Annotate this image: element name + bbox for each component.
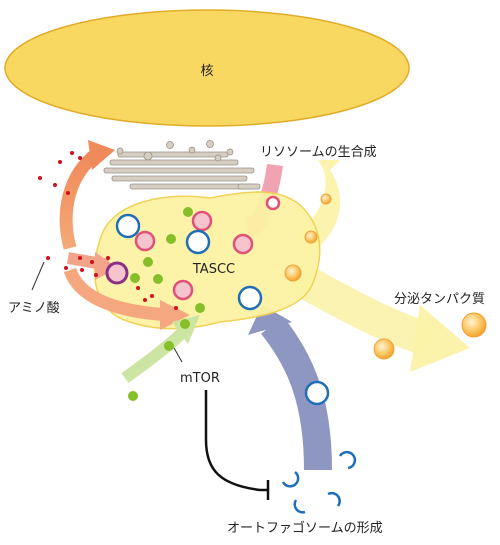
amino-acid-leader-line [31, 261, 45, 291]
secreted-protein-label: 分泌タンパク質 [394, 292, 485, 307]
nucleus-label: 核 [200, 64, 213, 79]
mtor-label: mTOR [180, 371, 220, 386]
mtor-arrow [121, 315, 200, 383]
forming-autophagosomes [281, 450, 357, 514]
tascc-label: TASCC [192, 262, 235, 277]
mtor-dots [128, 207, 205, 401]
lysosome-biogenesis-label: リソソームの生合成 [260, 145, 377, 160]
amino-acid-arrows [59, 140, 190, 330]
mtor-inhibition [204, 390, 270, 500]
nucleus [4, 9, 410, 127]
autophagosome-formation-label: オートファゴソームの形成 [227, 520, 383, 536]
purple-lysosome [105, 261, 129, 285]
er-golgi-stacks [103, 140, 261, 190]
amino-acid-label: アミノ酸 [8, 301, 60, 316]
lysosomes [134, 195, 281, 301]
amino-acid-dots [38, 151, 178, 310]
secretory-granules [284, 193, 487, 360]
autophagosomes [115, 213, 330, 406]
mtor-leader-line [173, 347, 183, 363]
